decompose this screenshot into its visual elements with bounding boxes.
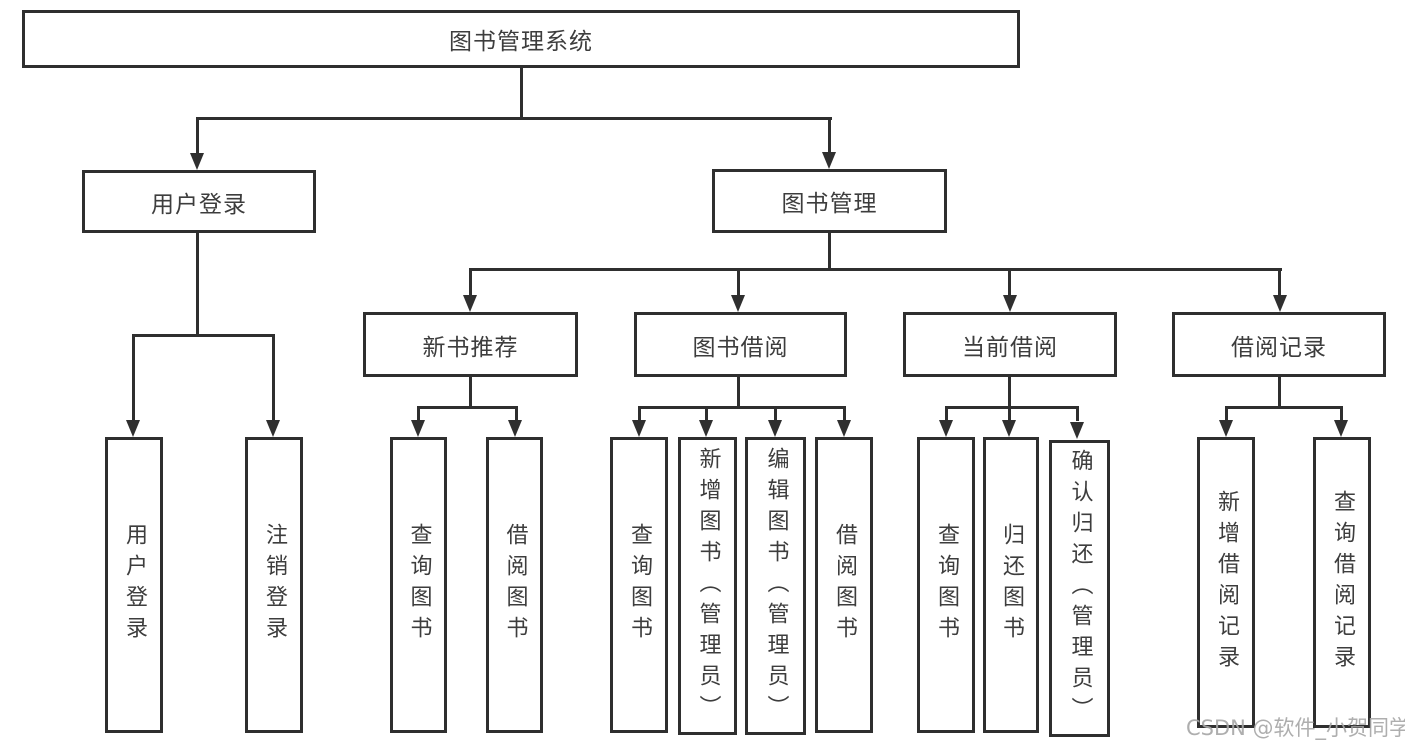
connector-bb-add-drop [705,406,708,421]
arrowhead-bb-borrow [837,420,851,437]
arrowhead-cb-return [1002,420,1016,437]
arrowhead-leaf-user-login [126,420,140,437]
arrowhead-br-add [1219,420,1233,437]
connector-book-mgmt-drop [828,117,831,154]
connector-new-book-rec-drop [469,268,472,296]
connector-cb-confirm-drop [1076,406,1079,421]
connector-book-mgmt-stem [828,233,831,271]
connector-current-borrow-drop [1008,268,1011,296]
arrowhead-rec-query [411,420,425,437]
connector-borrow-records-branch [1225,406,1342,409]
connector-root-branch [196,117,832,120]
connector-new-book-rec-branch [417,406,518,409]
leaf-cb-return-books: 归还图书 [983,437,1039,733]
leaf-cb-confirm-return: 确认归还（管理员） [1049,440,1110,737]
connector-cb-return-drop [1008,406,1011,421]
connector-borrow-records-drop [1278,268,1281,296]
connector-user-login-drop [196,117,199,154]
arrowhead-current-borrow [1003,295,1017,312]
leaf-logout: 注销登录 [245,437,303,733]
connector-current-borrow-stem [1008,377,1011,409]
leaf-bb-query-books: 查询图书 [610,437,668,733]
arrowhead-br-query [1334,420,1348,437]
arrowhead-bb-edit [768,420,782,437]
node-root: 图书管理系统 [22,10,1020,68]
arrowhead-user-login [190,153,204,170]
node-user-login: 用户登录 [82,170,316,233]
connector-br-query-drop [1340,406,1343,421]
arrowhead-book-mgmt [822,152,836,169]
connector-bb-edit-drop [774,406,777,421]
connector-rec-borrow-drop [515,406,518,421]
connector-cb-query-drop [945,406,948,421]
leaf-rec-query-books: 查询图书 [390,437,447,733]
node-book-borrow: 图书借阅 [634,312,847,377]
leaf-bb-borrow-books: 借阅图书 [815,437,873,733]
arrowhead-rec-borrow [508,420,522,437]
connector-book-mgmt-branch [469,268,1282,271]
arrowhead-bb-add [699,420,713,437]
connector-bb-query-drop [638,406,641,421]
connector-user-login-stem [196,233,199,337]
connector-new-book-rec-stem [469,377,472,409]
node-new-book-recommend: 新书推荐 [363,312,578,377]
arrowhead-cb-query [939,420,953,437]
connector-book-borrow-drop [737,268,740,296]
node-borrow-records: 借阅记录 [1172,312,1386,377]
connector-rec-query-drop [417,406,420,421]
connector-leaf-user-login-drop [132,334,135,421]
connector-leaf-logout-drop [272,334,275,421]
node-current-borrow: 当前借阅 [903,312,1117,377]
connector-root-stem [520,68,523,120]
arrowhead-new-book-rec [463,295,477,312]
leaf-bb-add-books: 新增图书（管理员） [678,437,737,735]
arrowhead-bb-query [632,420,646,437]
node-book-management: 图书管理 [712,169,947,233]
connector-user-login-branch [132,334,275,337]
leaf-br-add-record: 新增借阅记录 [1197,437,1255,728]
connector-book-borrow-branch [638,406,845,409]
arrowhead-cb-confirm [1070,422,1084,439]
leaf-cb-query-books: 查询图书 [917,437,975,733]
connector-borrow-records-stem [1278,377,1281,409]
leaf-user-login: 用户登录 [105,437,163,733]
leaf-bb-edit-books: 编辑图书（管理员） [745,437,806,735]
leaf-rec-borrow-books: 借阅图书 [486,437,543,733]
connector-br-add-drop [1225,406,1228,421]
connector-bb-borrow-drop [843,406,846,421]
arrowhead-leaf-logout [266,420,280,437]
csdn-watermark: CSDN @软件_小贺同学 [1186,716,1405,740]
arrowhead-book-borrow [731,295,745,312]
leaf-br-query-record: 查询借阅记录 [1313,437,1371,728]
arrowhead-borrow-records [1273,295,1287,312]
connector-book-borrow-stem [737,377,740,409]
connector-current-borrow-branch [945,406,1079,409]
